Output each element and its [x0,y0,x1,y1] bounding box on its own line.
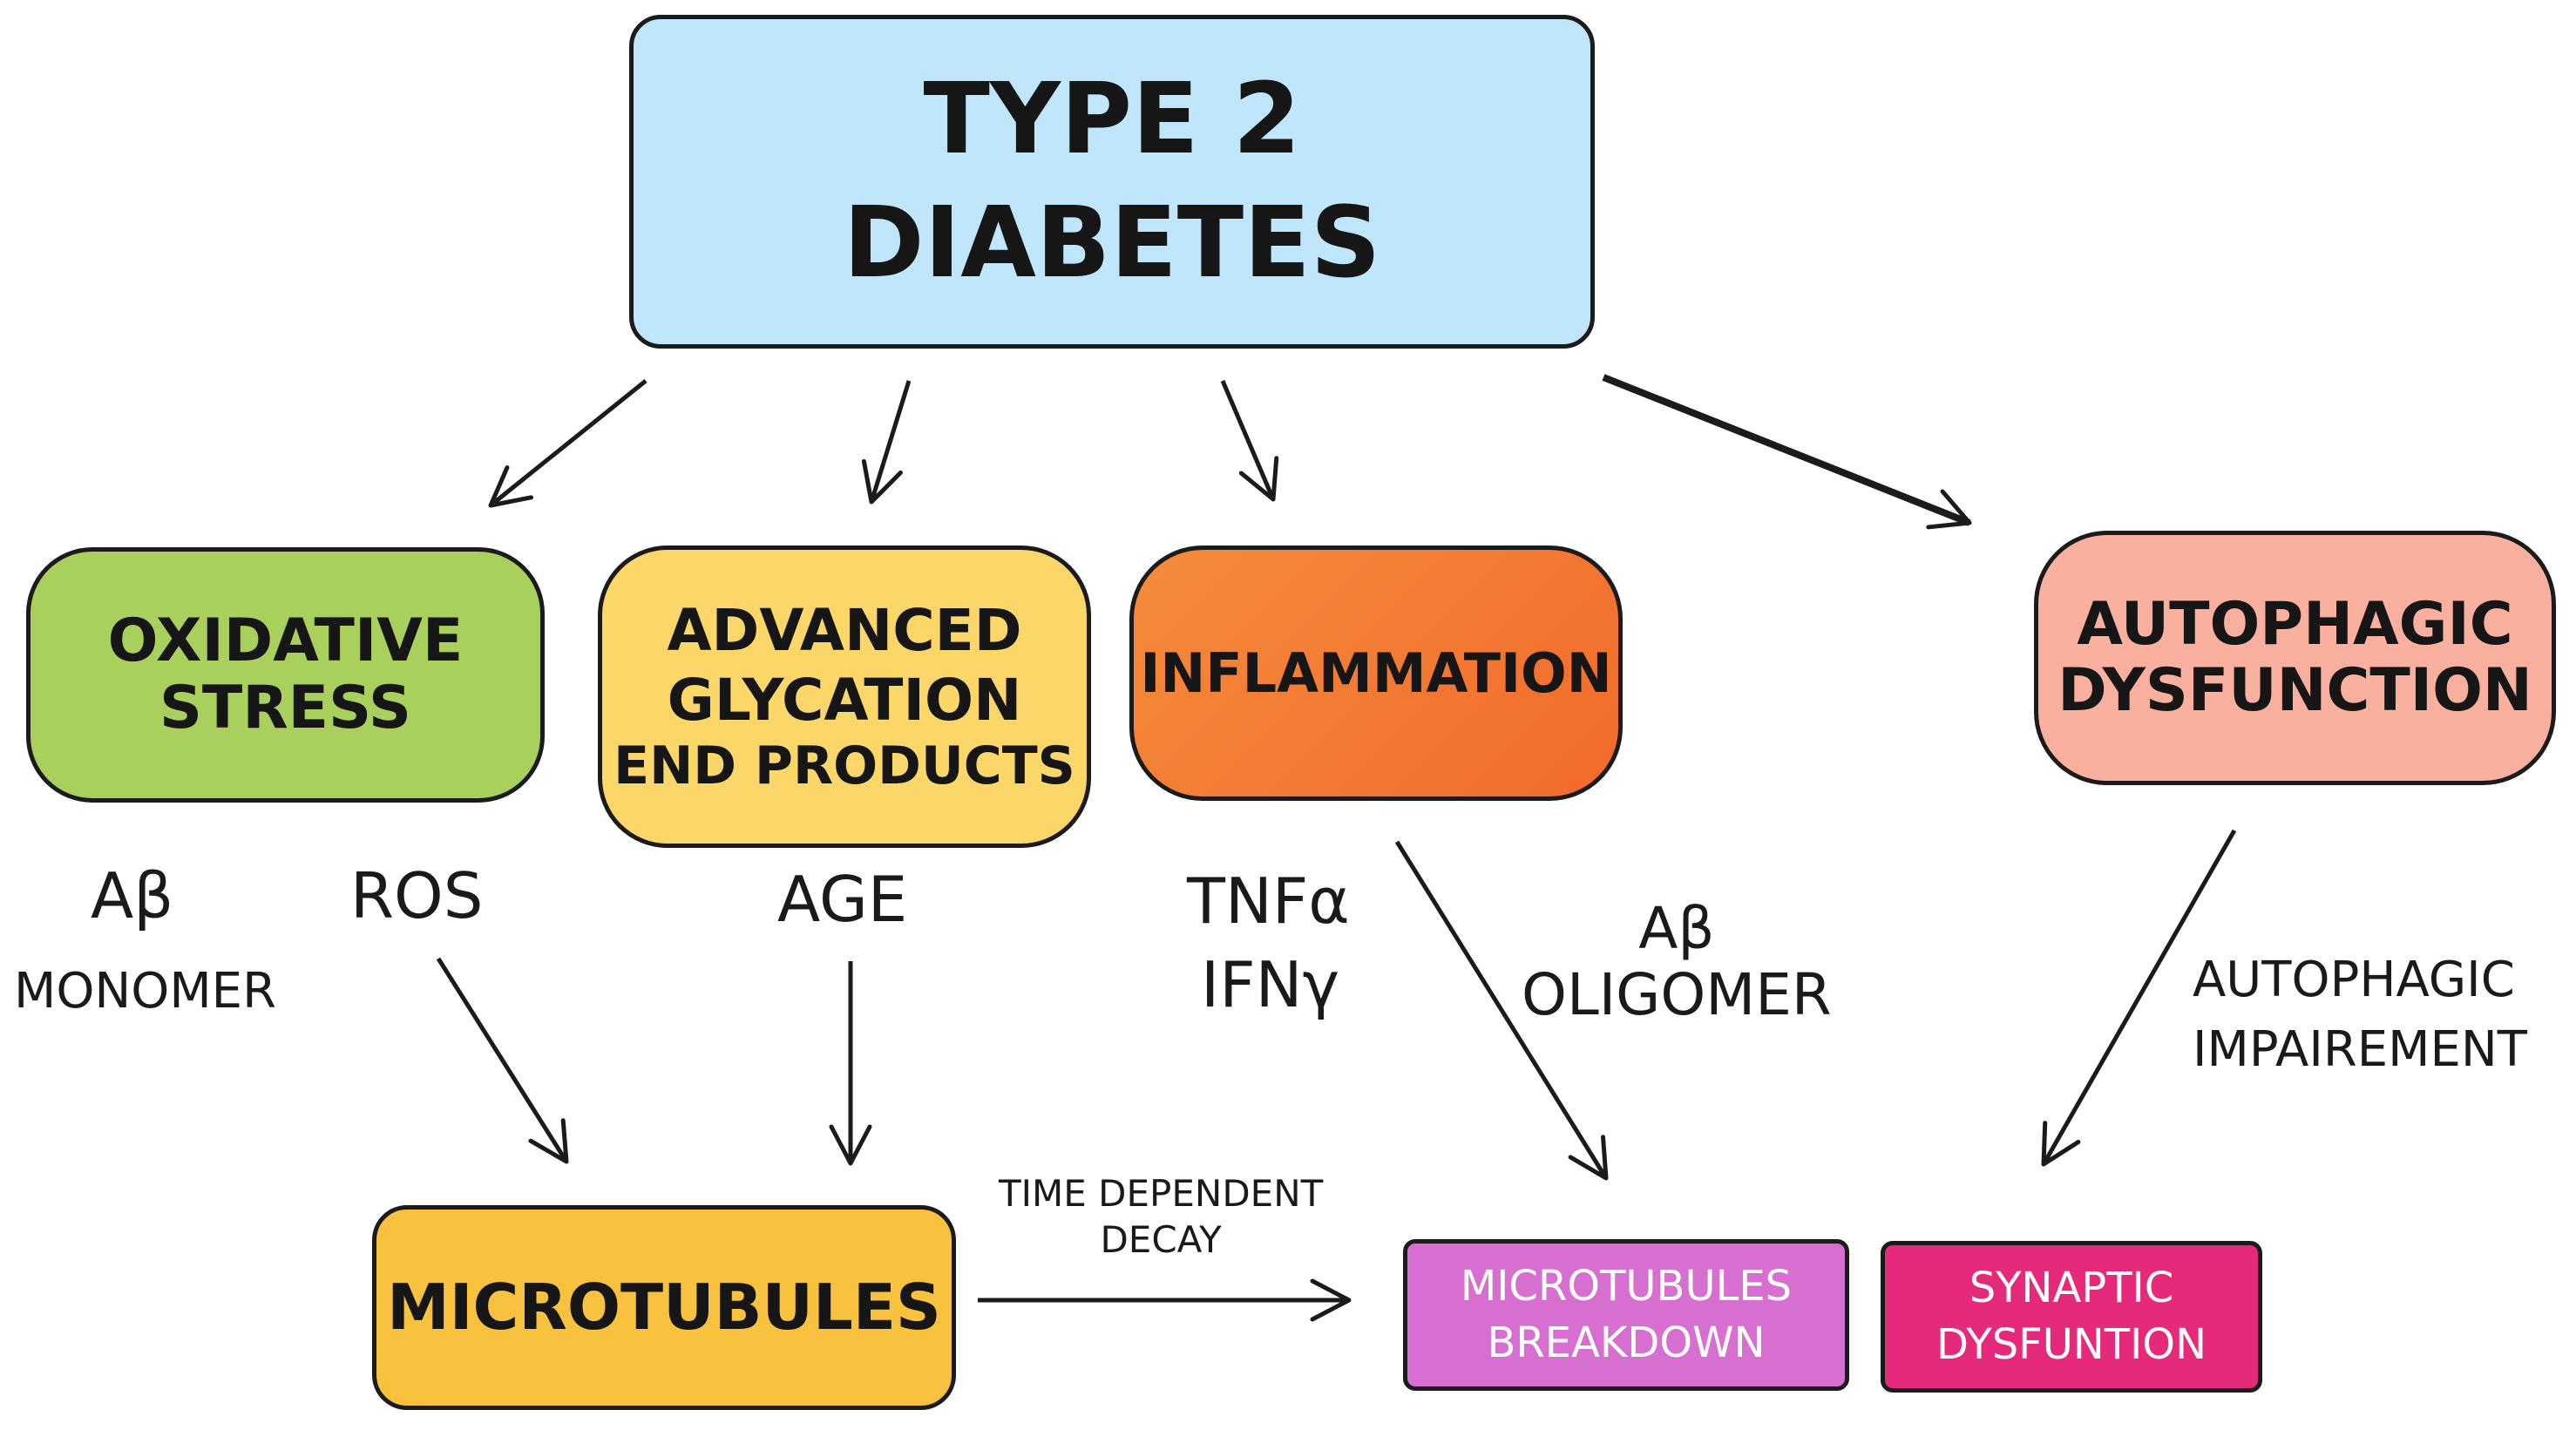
arrow-t2d-to-inflammation [1220,380,1279,502]
autophagic-impairement-line1: AUTOPHAGIC [2193,952,2515,1008]
time-dependent-decay-label: TIME DEPENDENT DECAY [999,1171,1323,1263]
arrow-t2d-to-oxidative [488,379,647,508]
autophagic-dysfunction-node: AUTOPHAGIC DYSFUNCTION [2034,531,2556,785]
arrow-ros-to-microtubules [436,957,569,1164]
ifn-gamma-label: IFNγ [1201,948,1340,1021]
arrow-autophagic-to-synaptic [2041,829,2237,1167]
microtubules-label: MICROTUBULES [387,1271,941,1345]
type2-diabetes-node: TYPE 2 DIABETES [629,15,1595,349]
inflammation-label: INFLAMMATION [1140,640,1612,705]
abeta-label: Aβ [91,859,174,932]
abeta-oligomer-line1: Aβ [1638,895,1715,962]
abeta-oligomer-line2: OLIGOMER [1522,960,1832,1028]
type2-diabetes-line2: DIABETES [843,186,1381,300]
autophagic-impairement-line2: IMPAIREMENT [2193,1020,2527,1078]
tnf-alpha-label: TNFα [1187,864,1350,938]
synaptic-dysfunction-line2: DYSFUNTION [1936,1320,2207,1369]
time-dependent-decay-line2: DECAY [1100,1217,1222,1261]
microtubules-node: MICROTUBULES [372,1205,956,1410]
arrow-inflammation-to-breakdown [1394,840,1609,1181]
type2-diabetes-line1: TYPE 2 [923,63,1301,177]
time-dependent-decay-line1: TIME DEPENDENT [999,1172,1324,1215]
ros-label: ROS [350,859,484,932]
inflammation-node: INFLAMMATION [1129,546,1623,801]
autophagic-impairement-label: AUTOPHAGIC IMPAIREMENT [2193,945,2527,1084]
advanced-glycation-node: ADVANCED GLYCATION END PRODUCTS [598,546,1091,848]
advanced-glycation-line1: ADVANCED [667,597,1022,665]
advanced-glycation-line2: GLYCATION [667,666,1022,734]
autophagic-dysfunction-line1: AUTOPHAGIC [2077,589,2513,659]
arrow-t2d-to-autophagic [1602,374,1972,530]
arrow-t2d-to-glycation [861,380,912,505]
monomer-label: MONOMER [14,963,276,1020]
microtubules-breakdown-node: MICROTUBULES BREAKDOWN [1403,1239,1849,1391]
synaptic-dysfunction-line1: SYNAPTIC [1969,1264,2174,1313]
advanced-glycation-line3: END PRODUCTS [613,735,1075,796]
microtubules-breakdown-line1: MICROTUBULES [1460,1262,1793,1311]
synaptic-dysfunction-node: SYNAPTIC DYSFUNTION [1881,1241,2262,1393]
oxidative-stress-line1: OXIDATIVE [107,607,464,676]
abeta-oligomer-label: Aβ OLIGOMER [1522,896,1832,1028]
age-label: AGE [777,863,908,936]
oxidative-stress-line2: STRESS [159,673,412,742]
oxidative-stress-node: OXIDATIVE STRESS [26,547,545,803]
microtubules-breakdown-line2: BREAKDOWN [1487,1318,1766,1367]
autophagic-dysfunction-line2: DYSFUNCTION [2057,656,2532,725]
